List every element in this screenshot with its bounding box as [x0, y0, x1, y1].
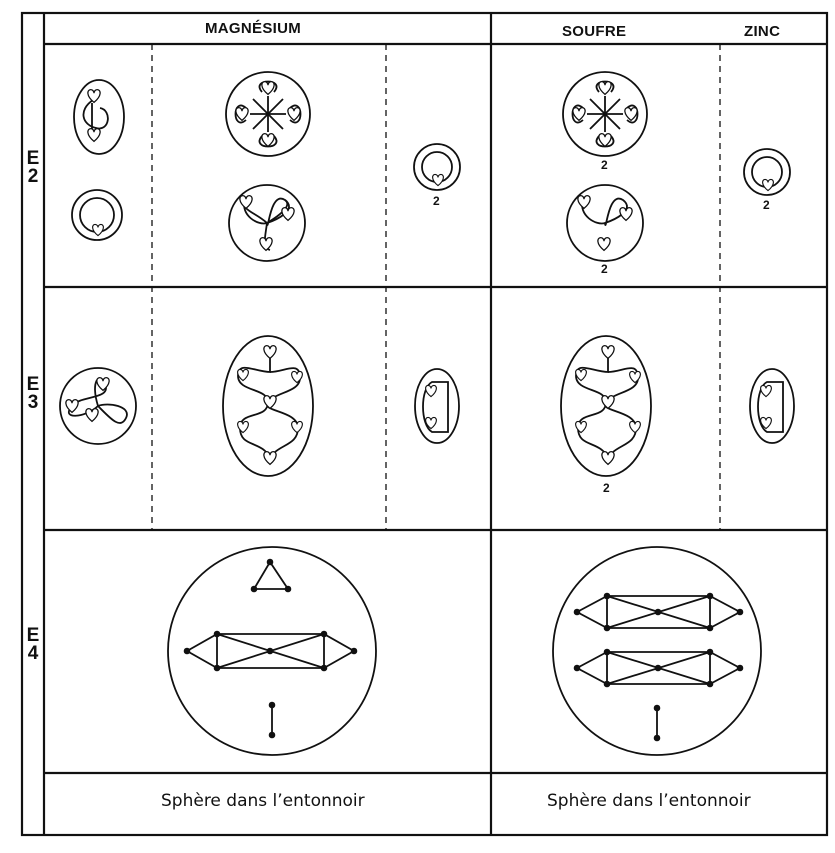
header-magnesium: MAGNÉSIUM: [205, 20, 302, 37]
e2-s-cross-4: [562, 71, 648, 157]
row-label-e4-number: 4: [27, 643, 39, 664]
row-label-e2: E 2: [22, 148, 44, 187]
outer-border: [20, 11, 829, 837]
multiplier-zn-e2: 2: [763, 198, 770, 212]
row-label-e4-letter: E: [26, 625, 40, 646]
multiplier-s-e3: 2: [603, 481, 610, 495]
e2-s-tri-3: [566, 184, 644, 262]
footer-soufre: Sphère dans l’entonnoir: [547, 791, 751, 811]
e3-mg-right-oval: [414, 368, 460, 444]
row-label-e3-letter: E: [26, 374, 40, 395]
e3-mg-oval-chain: [222, 335, 314, 477]
row-label-e4: E 4: [22, 625, 44, 664]
footer-magnesium: Sphère dans l’entonnoir: [161, 791, 365, 811]
row-label-e3-number: 3: [27, 392, 39, 413]
e4-mg-sphere: [167, 546, 377, 756]
e2-mg-right-ring: [413, 143, 461, 191]
multiplier-s-e2-bottom: 2: [601, 262, 608, 276]
header-zinc: ZINC: [744, 23, 781, 40]
e3-zn-oval: [749, 368, 795, 444]
multiplier-mg-e2: 2: [433, 194, 440, 208]
e4-s-sphere: [552, 546, 762, 756]
row-label-e2-letter: E: [26, 148, 40, 169]
multiplier-s-e2-top: 2: [601, 158, 608, 172]
e2-mg-small-ring: [71, 189, 123, 241]
header-soufre: SOUFRE: [562, 23, 627, 40]
e3-s-oval-chain: [560, 335, 652, 477]
e2-mg-tri-3: [228, 184, 306, 262]
e2-mg-oval-bond: [73, 79, 125, 155]
e2-zn-ring: [743, 148, 791, 196]
row-label-e2-number: 2: [27, 166, 39, 187]
row-label-e3: E 3: [22, 374, 44, 413]
e2-mg-cross-4: [225, 71, 311, 157]
e3-mg-tri-3: [59, 367, 137, 445]
